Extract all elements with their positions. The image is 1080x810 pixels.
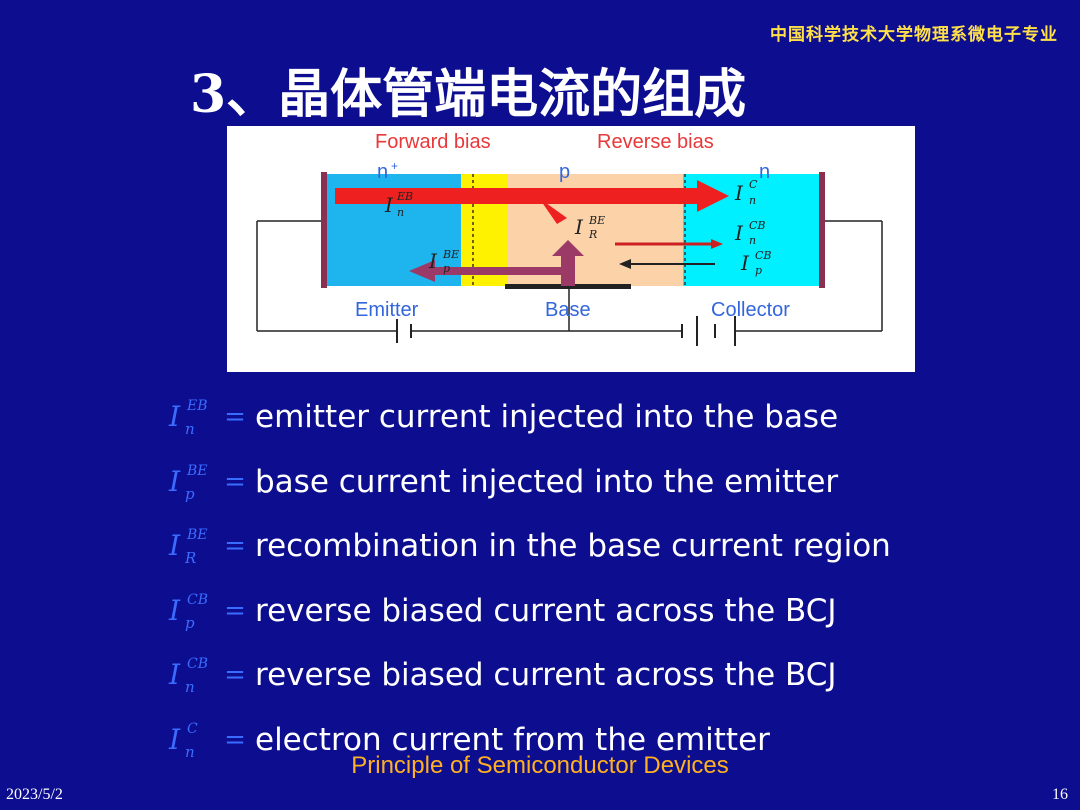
base-contact [505, 284, 631, 289]
svg-text:I: I [384, 193, 394, 217]
equals-sign: = [224, 531, 246, 562]
reverse-bias-label: Reverse bias [597, 131, 714, 153]
svg-text:I: I [428, 249, 438, 273]
equals-sign: = [224, 595, 246, 626]
svg-text:p: p [443, 262, 450, 275]
current-label-ip-cb: I CB p [740, 249, 772, 277]
base-hole-arrowhead [409, 260, 435, 282]
equals-sign: = [224, 466, 246, 497]
page-number: 16 [1052, 786, 1068, 803]
emitter-label: Emitter [355, 299, 419, 321]
collector-label: Collector [711, 299, 790, 321]
svg-text:I: I [734, 221, 744, 245]
equals-sign: = [224, 402, 246, 433]
base-current-arrow [561, 256, 575, 286]
definition-text: reverse biased current across the BCJ [255, 657, 837, 694]
region-n-plus-label: n [377, 161, 388, 183]
transistor-diagram: Forward bias Reverse bias n + p n Emitte… [227, 126, 915, 372]
cb-hole-arrowhead [619, 259, 631, 269]
current-label-in-eb: I EB n [384, 190, 413, 219]
slide-date: 2023/5/2 [6, 786, 63, 803]
svg-text:EB: EB [396, 190, 413, 203]
collector-contact [819, 172, 825, 288]
header-tag: 中国科学技术大学物理系微电子专业 [770, 25, 1058, 45]
svg-text:n: n [397, 206, 404, 219]
equals-sign: = [224, 724, 246, 755]
region-p-label: p [559, 161, 570, 183]
current-label-in-c: I C n [734, 178, 758, 207]
recombination-arrow [539, 198, 567, 224]
definition-text: emitter current injected into the base [255, 399, 839, 436]
emitter-contact [321, 172, 327, 288]
svg-text:p: p [755, 264, 762, 277]
svg-text:I: I [734, 181, 744, 205]
definition-text: base current injected into the emitter [255, 463, 839, 500]
current-label-ir-be: I BE R [574, 214, 605, 241]
slide-title: 3、晶体管端电流的组成 [190, 64, 747, 125]
equals-sign: = [224, 660, 246, 691]
current-label-ip-be: I BE p [428, 248, 459, 275]
forward-bias-label: Forward bias [375, 131, 491, 153]
current-label-in-cb: I CB n [734, 219, 766, 247]
svg-text:I: I [574, 215, 584, 239]
definition-text: reverse biased current across the BCJ [255, 592, 837, 629]
base-hole-arrow [419, 267, 561, 275]
svg-text:C: C [749, 178, 758, 191]
svg-text:BE: BE [442, 248, 459, 261]
svg-text:BE: BE [588, 214, 605, 227]
cb-electron-arrowhead [711, 239, 723, 249]
base-label: Base [545, 299, 591, 321]
definition-text: electron current from the emitter [255, 721, 770, 758]
svg-text:n: n [749, 234, 756, 247]
svg-text:n: n [749, 194, 756, 207]
base-current-arrowhead [552, 240, 584, 256]
svg-text:I: I [740, 251, 750, 275]
svg-text:CB: CB [755, 249, 772, 262]
svg-text:R: R [588, 228, 597, 241]
svg-text:CB: CB [749, 219, 766, 232]
footer-course-title: Principle of Semiconductor Devices [351, 752, 729, 779]
definition-text: recombination in the base current region [255, 528, 891, 565]
region-n-plus-sup: + [391, 159, 398, 173]
transistor-diagram-svg: Forward bias Reverse bias n + p n Emitte… [256, 131, 883, 346]
electron-current-arrow [335, 180, 729, 212]
region-n-label: n [759, 161, 770, 183]
